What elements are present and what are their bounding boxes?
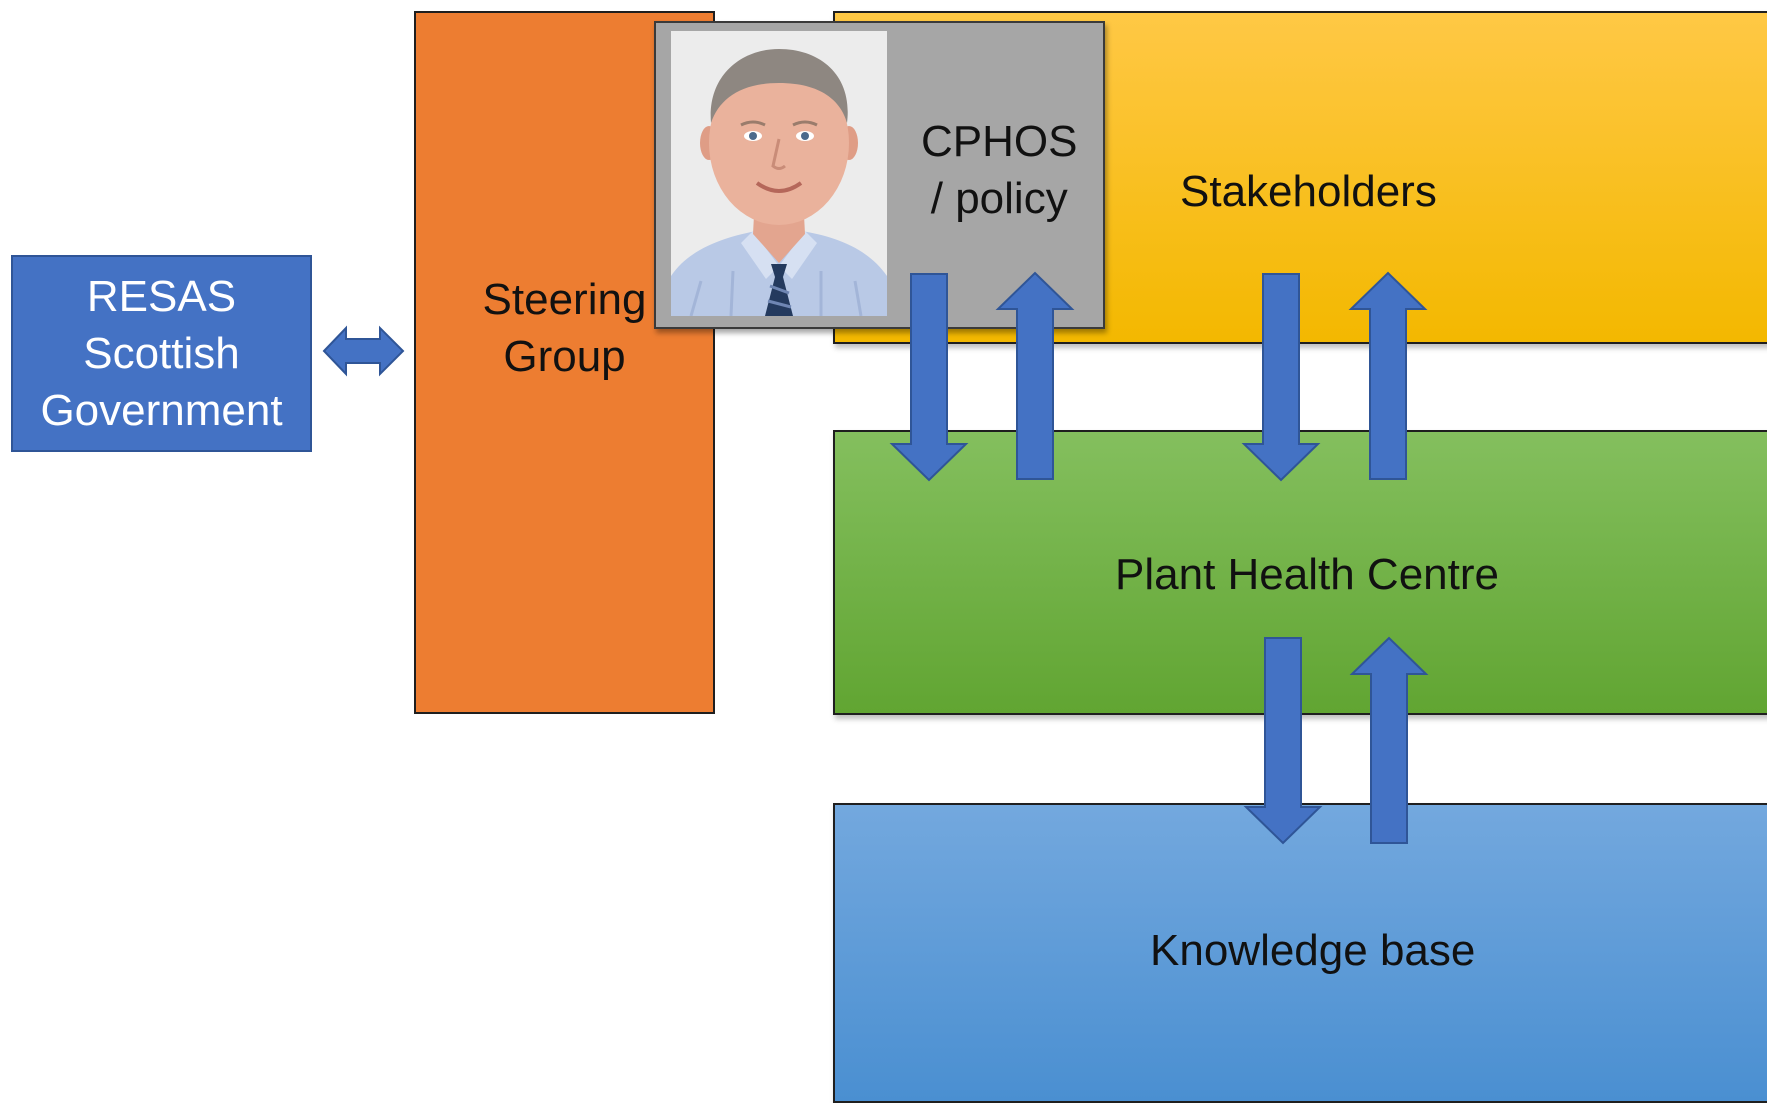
knowledge-base-label: Knowledge base: [1150, 926, 1476, 975]
cphos-up-arrow-icon: [995, 271, 1075, 480]
steering-group-label: Steering Group: [482, 274, 647, 381]
resas-label: RESAS Scottish Government: [40, 272, 283, 435]
stakeholders-down-arrow-icon: [1241, 273, 1321, 482]
cphos-down-arrow-icon: [889, 273, 969, 482]
person-portrait-photo: [671, 31, 887, 316]
knowledge-up-arrow-icon: [1349, 636, 1429, 844]
knowledge-down-arrow-icon: [1243, 637, 1323, 845]
portrait-illustration: [671, 31, 887, 316]
resas-steering-double-arrow-icon: [322, 325, 405, 377]
plant-health-centre-label: Plant Health Centre: [1115, 550, 1499, 599]
stakeholders-label: Stakeholders: [1180, 167, 1437, 216]
stakeholders-up-arrow-icon: [1348, 271, 1428, 480]
cphos-policy-label: CPHOS / policy: [921, 117, 1078, 223]
resas-scottish-government-box: RESAS Scottish Government: [11, 255, 312, 452]
